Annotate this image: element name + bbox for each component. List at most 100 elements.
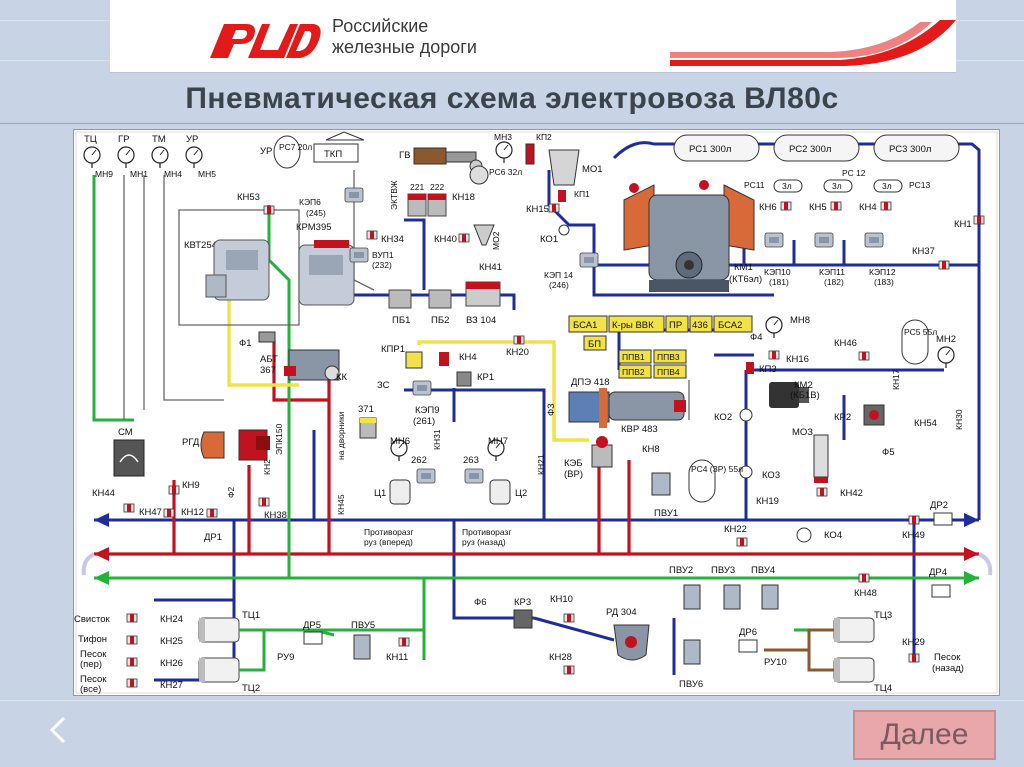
- label-pesok-vse: Песок: [80, 674, 107, 685]
- label-rs11: РС11: [744, 180, 765, 190]
- label-rs1: РС1 300л: [689, 144, 731, 155]
- label-kn20: КН20: [506, 347, 529, 358]
- label-mn8: МН8: [790, 315, 810, 326]
- label-ppv4: ППВ4: [657, 367, 680, 377]
- label-km2-num: (КБ1В): [790, 390, 820, 401]
- brand-swoosh-icon: [670, 20, 956, 66]
- krm395-device: [298, 240, 355, 306]
- label-pvu3: ПВУ3: [711, 565, 735, 576]
- label-kn44: КН44: [92, 488, 115, 499]
- compressor-km1: [623, 180, 755, 292]
- label-dr5: ДР5: [303, 620, 321, 631]
- valve-kn37: [938, 260, 950, 270]
- label-mo3: МОЗ: [792, 427, 813, 438]
- pneumatic-diagram: ТЦ ГР ТМ УР МН9 МН1 МН4 МН5 РС7 20л УР Т…: [73, 129, 1000, 696]
- label-f4: Ф4: [750, 332, 763, 343]
- label-ko2: КО2: [714, 412, 732, 423]
- label-dr2: ДР2: [930, 500, 948, 511]
- label-rs6: РС6 32л: [489, 167, 522, 177]
- label-ektv: ЭКТВЖ: [389, 180, 399, 210]
- label-kep6-num: (245): [306, 208, 326, 218]
- pvu-devices: [683, 584, 779, 610]
- pvu1-device: [651, 472, 671, 496]
- label-dr6: ДР6: [739, 627, 757, 638]
- prev-arrow-icon[interactable]: [50, 716, 66, 744]
- tc-links-right: [764, 628, 834, 672]
- label-f6: Ф6: [474, 597, 487, 608]
- label-kep11-num: (182): [824, 277, 844, 287]
- label-mo2: МО2: [491, 231, 501, 250]
- tc3-cylinder: [833, 617, 875, 643]
- next-button[interactable]: Далее: [853, 710, 996, 760]
- label-mn3: МН3: [494, 132, 512, 142]
- dr5-device: [303, 631, 323, 645]
- label-tm: ТМ: [152, 134, 166, 145]
- ko4-device: [796, 527, 812, 543]
- label-rs12: РС 12: [842, 168, 866, 178]
- label-pb2: ПБ2: [431, 315, 449, 326]
- label-protiv-nazad: Противоразг: [462, 527, 512, 537]
- dpe-kvr-device: [568, 388, 686, 428]
- epk150-device: [238, 429, 270, 461]
- label-kn47: КН47: [139, 507, 162, 518]
- valve-kn11: [398, 637, 410, 647]
- label-mn7: МН7: [488, 436, 508, 447]
- kpr1-device: [405, 351, 423, 369]
- label-ko1: КО1: [540, 234, 558, 245]
- gauge-ur: [185, 146, 203, 169]
- label-pvu6: ПВУ6: [679, 679, 703, 690]
- label-ppv3: ППВ3: [657, 352, 680, 362]
- reservoir-rs3: [873, 134, 960, 162]
- label-kp3: КП3: [759, 364, 777, 375]
- brand-name: Российские железные дороги: [332, 16, 477, 58]
- label-kep11: КЭП11: [819, 267, 845, 277]
- valve-kn29: [908, 653, 920, 663]
- hose-ends: [81, 513, 993, 585]
- label-mn2: МН2: [936, 334, 956, 345]
- ko3-device: [739, 465, 753, 479]
- label-protiv-vpered: Противоразг: [364, 527, 414, 537]
- label-kn40: КН40: [434, 234, 457, 245]
- gauge-tc: [83, 146, 101, 169]
- label-tifon: Тифон: [78, 634, 107, 645]
- pvu5-device: [353, 634, 371, 660]
- label-pvu4: ПВУ4: [751, 565, 775, 576]
- label-kr3: КР3: [514, 597, 531, 608]
- label-mn9: МН9: [95, 169, 113, 179]
- label-na-dvorniki: на дворники: [336, 411, 346, 460]
- label-f1: Ф1: [239, 338, 252, 349]
- label-zs: ЗС: [377, 380, 390, 391]
- label-tc4: ТЦ4: [874, 683, 892, 694]
- label-kep14-num: (246): [549, 280, 569, 290]
- label-kep6: КЭП6: [299, 197, 321, 207]
- label-sm: СМ: [118, 427, 133, 438]
- label-kn27: КН27: [160, 680, 183, 691]
- label-tc: ТЦ: [84, 134, 97, 145]
- red-brake-lines: [94, 340, 979, 556]
- km2-device: [769, 382, 809, 408]
- label-222: 222: [430, 182, 444, 192]
- pb-devices: [388, 281, 501, 309]
- label-f3: Ф3: [546, 403, 557, 416]
- label-pesok-per-2: (пер): [80, 659, 102, 670]
- label-ko4: КО4: [824, 530, 842, 541]
- label-dr1: ДР1: [204, 532, 222, 543]
- label-kn5: КН5: [809, 202, 827, 213]
- label-kn29: КН29: [902, 637, 925, 648]
- valve-kn53: [263, 205, 275, 215]
- label-mo1: МО1: [582, 164, 603, 175]
- label-kep10: КЭП10: [764, 267, 791, 277]
- label-262: 262: [411, 455, 427, 466]
- vup1-device: [349, 247, 369, 263]
- kn4-device: [439, 352, 449, 366]
- label-ppv1: ППВ1: [622, 352, 645, 362]
- valve-kn10: [563, 613, 575, 623]
- label-bsa2: БСА2: [718, 320, 742, 331]
- label-zl1: 3л: [782, 181, 792, 191]
- label-rgd: РГД: [182, 437, 200, 448]
- kr1-device: [456, 371, 472, 387]
- tkp-device: [313, 131, 365, 163]
- label-kp2: КП2: [536, 132, 552, 142]
- kr2-device: [863, 404, 885, 426]
- label-zl2: 3л: [832, 181, 842, 191]
